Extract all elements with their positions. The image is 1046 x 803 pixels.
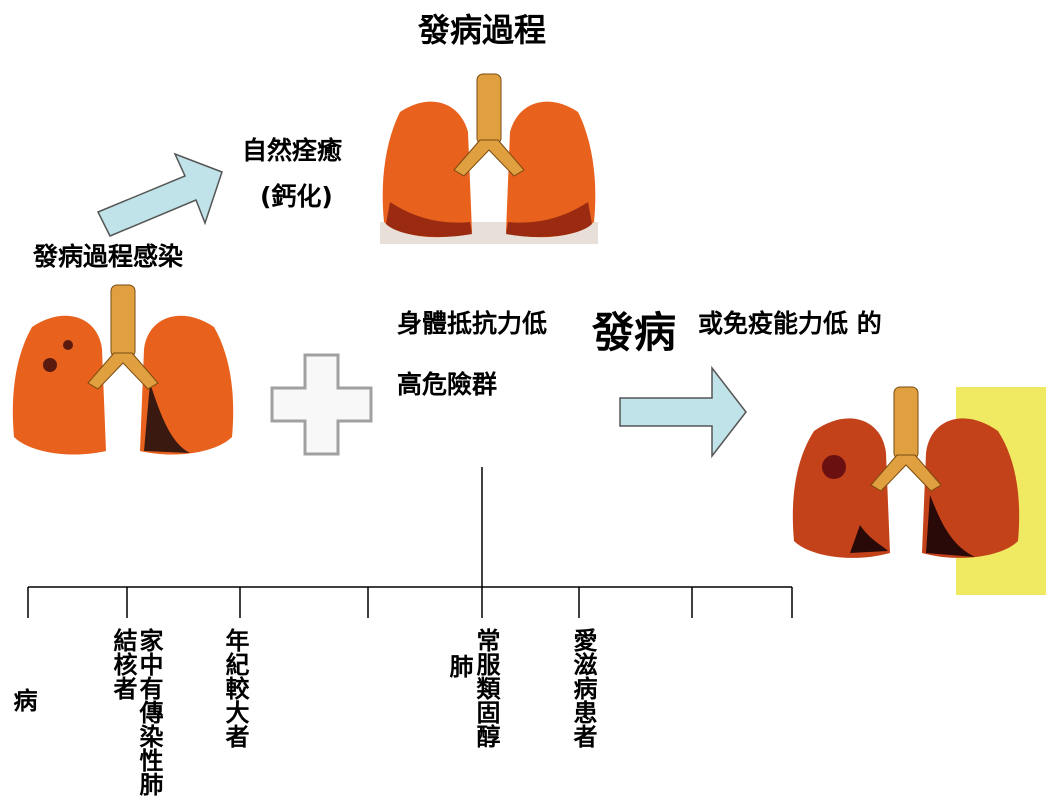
risk-group-steroid: 常服類固醇 <box>472 628 500 748</box>
risk-group-family-tb: 家中有傳染性肺 <box>135 628 163 796</box>
low-immunity-label: 身體抵抗力低 <box>397 309 548 338</box>
risk-group-family-tb-2: 結核者 <box>109 628 137 700</box>
risk-group-steroid-2: 肺 <box>445 654 473 678</box>
natural-healing-label: 自然痊癒 <box>242 136 343 165</box>
plus-icon <box>270 353 373 456</box>
high-risk-label: 高危險群 <box>397 370 498 399</box>
right-arrow-icon <box>619 365 747 459</box>
lungs-icon <box>792 386 1020 558</box>
onset-label: 發病 <box>592 308 677 357</box>
right-arrow-icon <box>96 152 223 237</box>
risk-group-disease: 病 <box>9 688 37 712</box>
lungs-icon <box>12 284 234 455</box>
infection-label: 發病過程感染 <box>33 242 184 271</box>
low-immune-function-label: 或免疫能力低 的 <box>698 309 882 338</box>
lungs-icon <box>380 73 598 244</box>
risk-group-elderly: 年紀較大者 <box>221 628 249 748</box>
calcification-label: (鈣化) <box>260 182 333 211</box>
page-title: 發病過程 <box>418 11 547 49</box>
risk-group-aids: 愛滋病患者 <box>569 628 597 748</box>
